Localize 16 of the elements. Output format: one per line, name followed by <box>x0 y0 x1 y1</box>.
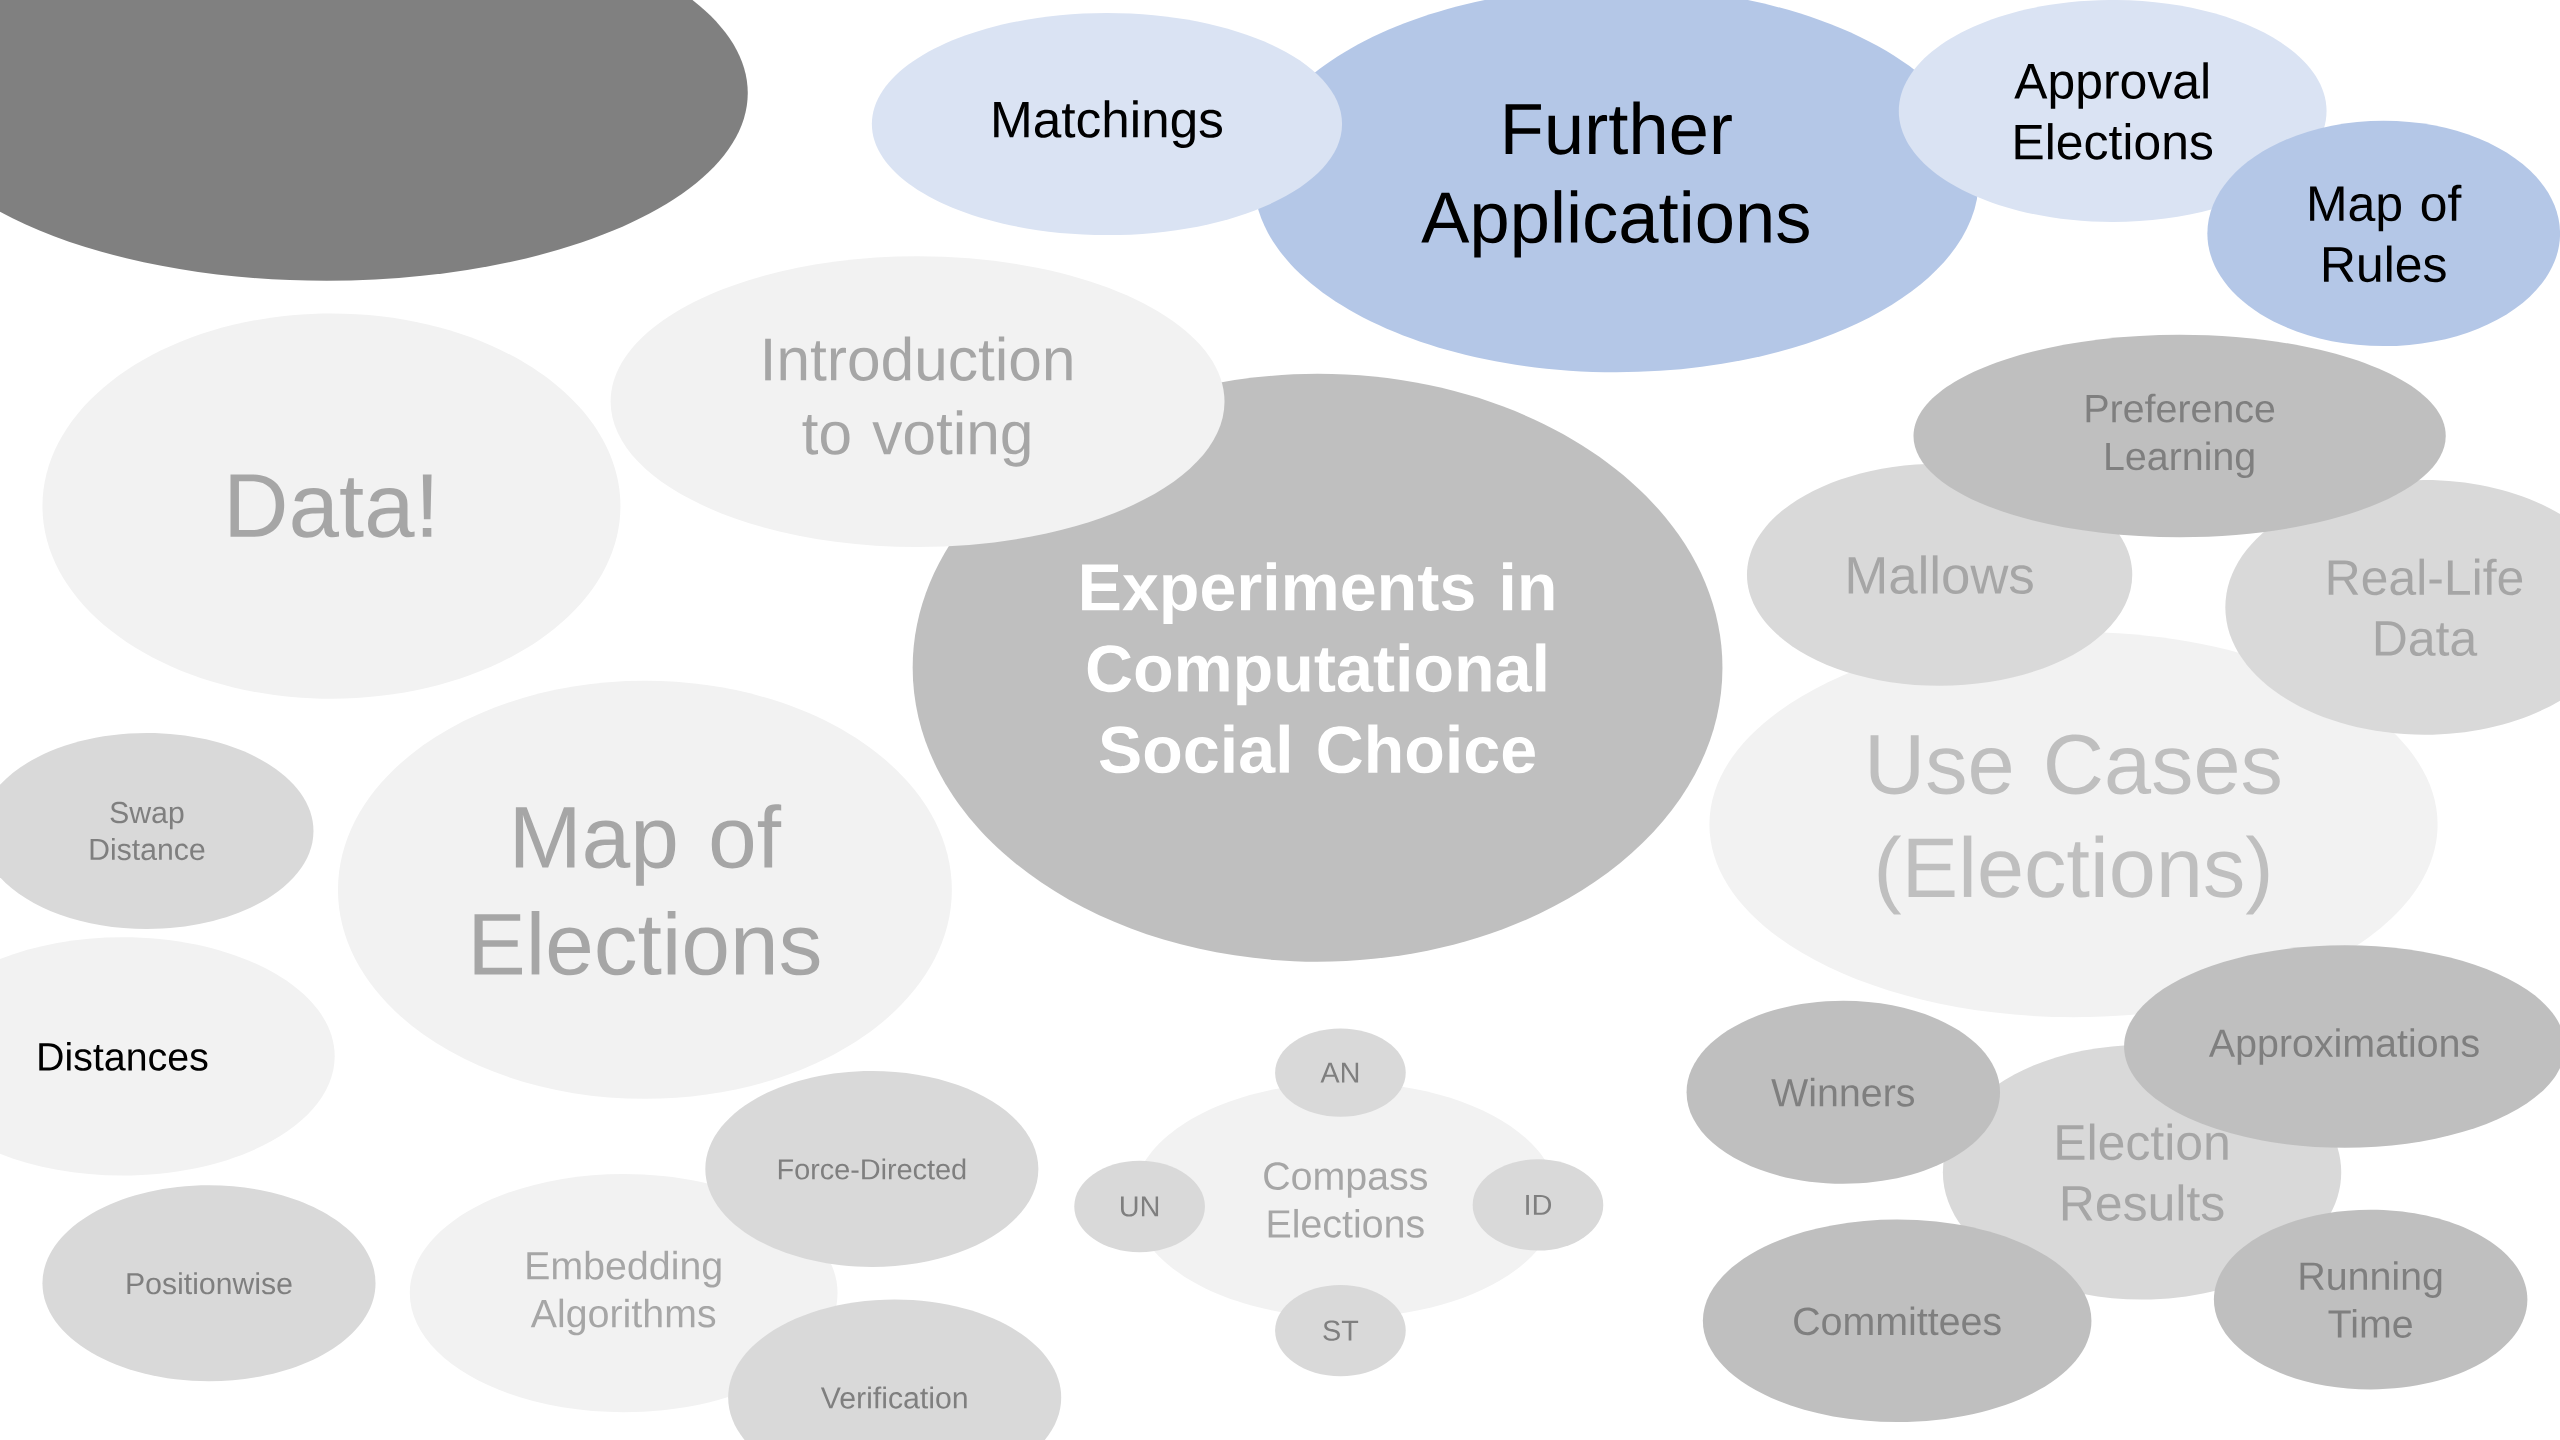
bubble: Winners <box>1686 1000 2001 1184</box>
bubble: ST <box>1275 1284 1406 1377</box>
bubble: Preference Learning <box>1913 334 2446 538</box>
bubble: ID <box>1472 1159 1604 1251</box>
bubble: Committees <box>1702 1219 2092 1423</box>
bubble <box>0 0 748 281</box>
bubble: Map of Elections <box>337 680 952 1099</box>
bubble: Verification <box>728 1299 1062 1440</box>
bubble: Data! <box>42 313 621 699</box>
bubble: AN <box>1275 1028 1406 1117</box>
bubble: Positionwise <box>42 1185 376 1382</box>
bubble: UN <box>1074 1160 1205 1253</box>
bubble: Introduction to voting <box>610 256 1225 547</box>
bubble: Distances <box>0 937 335 1176</box>
bubble: Matchings <box>871 13 1343 236</box>
bubble: Swap Distance <box>0 733 314 929</box>
